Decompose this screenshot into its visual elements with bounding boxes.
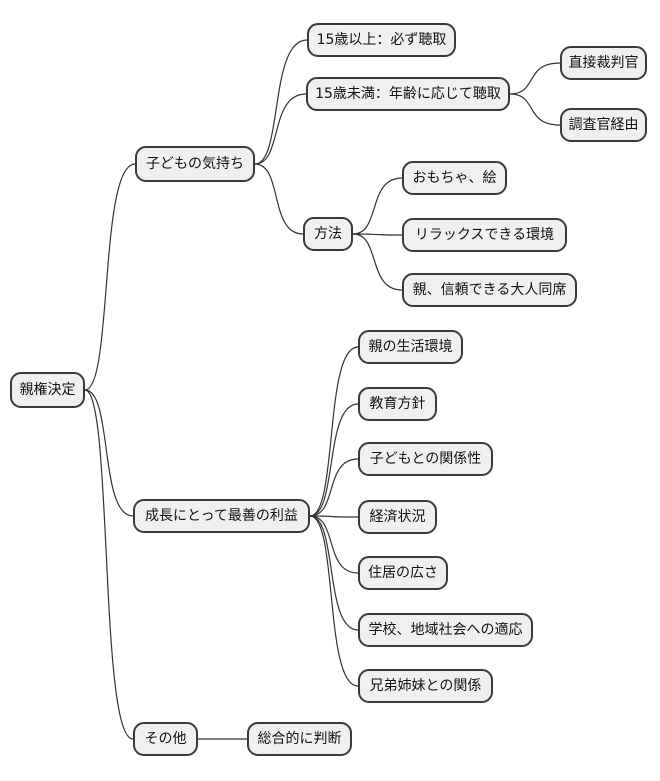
edge-method-to-parent-trusted-adult (352, 233, 403, 291)
node-sibling-relationship[interactable]: 兄弟姉妹との関係 (358, 669, 493, 703)
node-comprehensive-judgment[interactable]: 総合的に判断 (247, 722, 352, 756)
node-label: 親、信頼できる大人同席 (412, 282, 567, 298)
node-via-investigator[interactable]: 調査官経由 (560, 108, 647, 142)
node-label: 調査官経由 (568, 117, 639, 133)
edge-growth-to-housing-size (309, 515, 359, 574)
node-relationship-with-child[interactable]: 子どもとの関係性 (358, 442, 493, 476)
node-label: 15歳未満：年齢に応じて聴取 (315, 86, 501, 102)
node-label: 直接裁判官 (568, 55, 639, 71)
node-economic-situation[interactable]: 経済状況 (358, 500, 437, 534)
edge-growth-to-parent-living-environment (309, 346, 359, 517)
node-label: 子どもの気持ち (146, 156, 244, 172)
edge-growth-to-economic-situation (309, 515, 359, 518)
edge-age-under-15-to-via-investigator (509, 93, 561, 126)
node-label: 住居の広さ (368, 565, 438, 581)
node-label: 学校、地域社会への適応 (368, 622, 523, 638)
edge-growth-to-school-community (309, 515, 359, 631)
node-label: 経済状況 (369, 509, 426, 525)
node-label: 成長にとって最善の利益 (145, 508, 298, 524)
node-childs-feelings[interactable]: 子どもの気持ち (135, 146, 255, 182)
node-school-community-adaptation[interactable]: 学校、地域社会への適応 (358, 613, 533, 647)
edge-root-to-best-interest-growth (84, 389, 134, 517)
node-label: 15歳以上：必ず聴取 (316, 32, 447, 48)
node-parent-living-environment[interactable]: 親の生活環境 (358, 330, 463, 364)
node-toys-drawings[interactable]: おもちゃ、絵 (402, 161, 507, 195)
node-parent-trusted-adult[interactable]: 親、信頼できる大人同席 (402, 273, 577, 307)
node-label: リラックスできる環境 (414, 227, 555, 243)
node-label: 教育方針 (369, 396, 426, 412)
node-housing-size[interactable]: 住居の広さ (358, 556, 448, 590)
node-label: その他 (144, 731, 187, 747)
edge-method-to-toys-drawings (352, 177, 403, 235)
node-label: 子どもとの関係性 (369, 451, 482, 467)
edge-root-to-childs-feelings (84, 163, 136, 391)
edge-childs-feelings-to-age-15-plus (254, 39, 308, 165)
edge-childs-feelings-to-age-under-15 (254, 93, 307, 165)
node-age-15-plus-hearing[interactable]: 15歳以上：必ず聴取 (307, 23, 456, 57)
node-custody-decision[interactable]: 親権決定 (10, 372, 85, 408)
node-other[interactable]: その他 (133, 722, 198, 756)
node-relaxing-environment[interactable]: リラックスできる環境 (402, 218, 567, 252)
node-label: 総合的に判断 (257, 731, 342, 747)
edge-age-under-15-to-direct-judge (509, 62, 561, 95)
edge-childs-feelings-to-method (254, 163, 304, 235)
node-label: 親権決定 (19, 382, 76, 398)
edge-growth-to-sibling-relationship (309, 515, 359, 687)
edge-growth-to-relationship-with-child (309, 458, 359, 517)
edge-growth-to-education-policy (309, 403, 359, 517)
node-label: おもちゃ、絵 (412, 170, 497, 186)
edge-root-to-other (84, 389, 134, 740)
node-label: 親の生活環境 (368, 339, 453, 355)
node-direct-judge[interactable]: 直接裁判官 (560, 46, 647, 80)
node-method[interactable]: 方法 (303, 217, 353, 251)
node-label: 方法 (314, 226, 342, 242)
edge-method-to-relaxing-environment (352, 233, 403, 236)
node-best-interest-growth[interactable]: 成長にとって最善の利益 (133, 499, 310, 533)
node-label: 兄弟姉妹との関係 (369, 678, 482, 694)
node-age-under-15-hearing[interactable]: 15歳未満：年齢に応じて聴取 (306, 77, 510, 111)
node-education-policy[interactable]: 教育方針 (358, 387, 437, 421)
